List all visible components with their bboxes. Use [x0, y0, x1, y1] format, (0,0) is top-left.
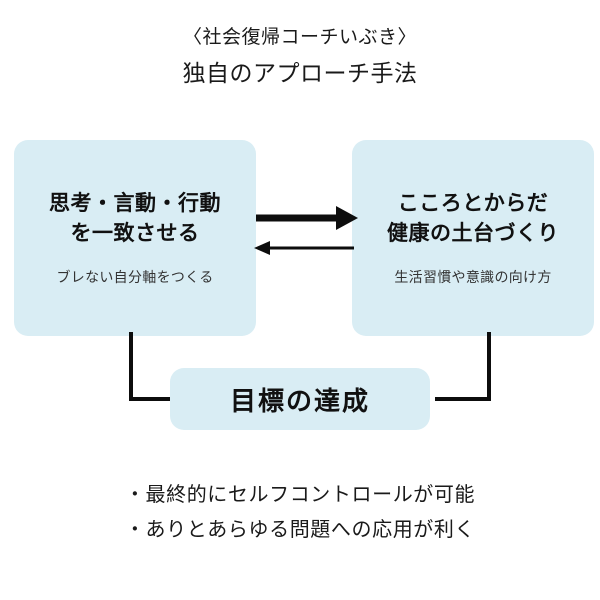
box-left-heading: 思考・言動・行動 を一致させる [49, 189, 221, 250]
box-right-heading-line2: 健康の土台づくり [387, 222, 559, 246]
arrow-pair [254, 206, 358, 255]
page-title: 独自のアプローチ手法 [182, 59, 418, 86]
title-subtitle: 〈社会復帰コーチいぶき〉 [182, 27, 417, 48]
connector-lines [129, 332, 491, 401]
bullet-item-1: ・最終的にセルフコントロールが可能 [124, 484, 476, 506]
bullet-list: ・最終的にセルフコントロールが可能 ・ありとあらゆる問題への応用が利く [0, 478, 600, 548]
box-left-heading-line1: 思考・言動・行動 [49, 191, 221, 215]
box-left: 思考・言動・行動 を一致させる ブレない自分軸をつくる [14, 140, 256, 336]
box-right-heading: こころとからだ 健康の土台づくり [387, 189, 559, 250]
box-right: こころとからだ 健康の土台づくり 生活習慣や意識の向け方 [352, 140, 594, 336]
bullet-item-2: ・ありとあらゆる問題への応用が利く [124, 519, 476, 541]
box-right-heading-line1: こころとからだ [397, 191, 549, 215]
box-left-heading-line2: を一致させる [70, 222, 200, 246]
box-goal-label: 目標の達成 [229, 385, 370, 416]
arrow-right-icon [256, 206, 358, 230]
box-goal: 目標の達成 [170, 368, 430, 430]
box-right-subtitle: 生活習慣や意識の向け方 [394, 268, 552, 285]
box-left-subtitle: ブレない自分軸をつくる [56, 268, 214, 285]
title-block: 〈社会復帰コーチいぶき〉 独自のアプローチ手法 [0, 24, 600, 91]
arrow-left-icon [254, 241, 354, 255]
